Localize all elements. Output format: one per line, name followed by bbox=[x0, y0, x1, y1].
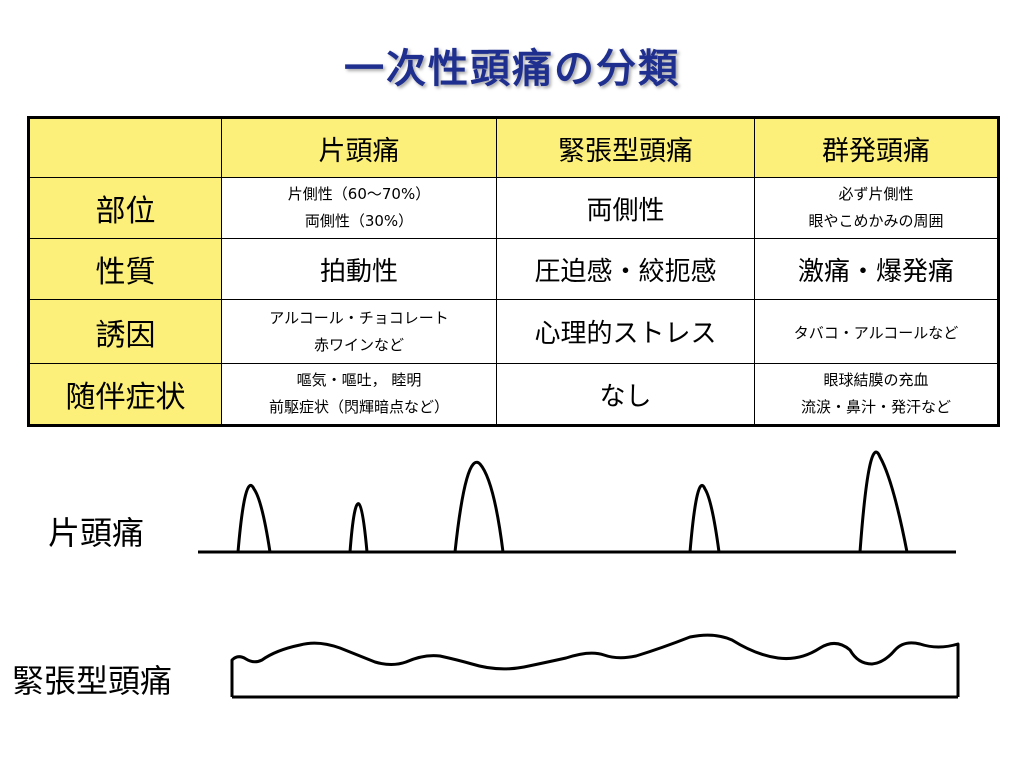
cell-line: 嘔気・嘔吐， 睦明 bbox=[296, 371, 422, 389]
cell-location-tension: 両側性 bbox=[496, 177, 755, 239]
cell-line: 眼やこめかみの周囲 bbox=[808, 212, 944, 230]
cell-line: 前駆症状（閃輝暗点など） bbox=[268, 398, 449, 416]
cell-character-cluster: 激痛・爆発痛 bbox=[754, 238, 999, 300]
cell-trigger-tension: 心理的ストレス bbox=[496, 299, 755, 364]
migraine-pain-peak bbox=[348, 502, 369, 553]
tension-diagram-label: 緊張型頭痛 bbox=[12, 662, 173, 700]
cell-location-cluster: 必ず片側性 眼やこめかみの周囲 bbox=[754, 177, 999, 239]
tension-pain-wave bbox=[230, 633, 960, 697]
cell-line: 眼球結膜の充血 bbox=[823, 371, 929, 389]
table-row: 性質 拍動性 圧迫感・絞扼感 激痛・爆発痛 bbox=[28, 238, 999, 300]
cell-line: 両側性 bbox=[586, 195, 665, 226]
cell-line: 拍動性 bbox=[319, 256, 398, 287]
table-row: 部位 片側性（60～70%） 両側性（30%） 両側性 必ず片側性 眼やこめかみ… bbox=[28, 177, 999, 239]
header-migraine: 片頭痛 bbox=[221, 117, 497, 178]
cell-line: タバコ・アルコールなど bbox=[793, 323, 959, 342]
row-label-location: 部位 bbox=[28, 177, 222, 239]
header-tension: 緊張型頭痛 bbox=[496, 117, 755, 178]
cell-symptoms-cluster: 眼球結膜の充血 流涙・鼻汁・発汗など bbox=[754, 363, 999, 426]
cell-location-migraine: 片側性（60～70%） 両側性（30%） bbox=[221, 177, 497, 239]
row-label-character: 性質 bbox=[28, 238, 222, 300]
cell-line: 両側性（30%） bbox=[304, 212, 414, 230]
cell-line: 圧迫感・絞扼感 bbox=[534, 256, 717, 287]
cell-line: 流涙・鼻汁・発汗など bbox=[800, 398, 951, 416]
cell-character-migraine: 拍動性 bbox=[221, 238, 497, 300]
cell-line: 必ず片側性 bbox=[838, 185, 914, 203]
headache-classification-table: 片頭痛 緊張型頭痛 群発頭痛 部位 片側性（60～70%） 両側性（30%） 両… bbox=[27, 116, 1000, 427]
header-corner bbox=[28, 117, 222, 178]
table-row: 随伴症状 嘔気・嘔吐， 睦明 前駆症状（閃輝暗点など） なし 眼球結膜の充血 流… bbox=[28, 363, 999, 426]
cell-trigger-cluster: タバコ・アルコールなど bbox=[754, 299, 999, 364]
cell-character-tension: 圧迫感・絞扼感 bbox=[496, 238, 755, 300]
migraine-pain-peak bbox=[858, 450, 909, 553]
migraine-diagram-label: 片頭痛 bbox=[48, 514, 145, 552]
cell-symptoms-tension: なし bbox=[496, 363, 755, 426]
cell-line: 赤ワインなど bbox=[313, 335, 404, 354]
migraine-pain-peak bbox=[688, 483, 721, 553]
row-label-trigger: 誘因 bbox=[28, 299, 222, 364]
cell-line: 激痛・爆発痛 bbox=[797, 256, 954, 287]
table-header-row: 片頭痛 緊張型頭痛 群発頭痛 bbox=[28, 117, 999, 178]
migraine-pain-peak bbox=[236, 483, 272, 553]
cell-line: アルコール・チョコレート bbox=[269, 308, 449, 327]
slide-title: 一次性頭痛の分類 bbox=[344, 46, 680, 92]
header-cluster: 群発頭痛 bbox=[754, 117, 999, 178]
cell-line: なし bbox=[599, 381, 652, 412]
cell-line: 心理的ストレス bbox=[534, 319, 717, 349]
migraine-pain-peak bbox=[453, 460, 505, 553]
row-label-symptoms: 随伴症状 bbox=[28, 363, 222, 426]
cell-symptoms-migraine: 嘔気・嘔吐， 睦明 前駆症状（閃輝暗点など） bbox=[221, 363, 497, 426]
cell-line: 片側性（60～70%） bbox=[287, 185, 431, 203]
